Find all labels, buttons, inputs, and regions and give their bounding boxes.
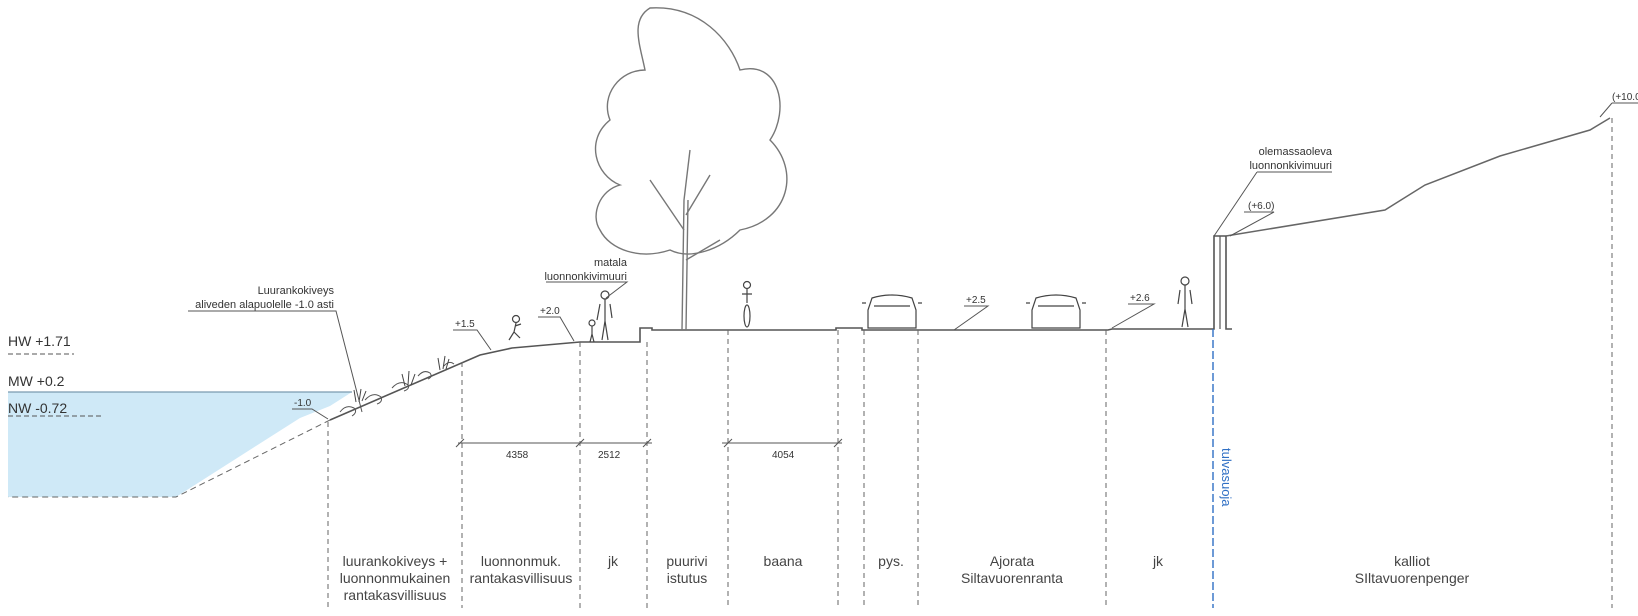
hw-level-label: HW +1.71 (8, 333, 71, 349)
zone-label-parking: pys. (878, 553, 904, 569)
zone-label-tree-row-1: puurivi (666, 553, 707, 569)
cyclist (742, 280, 752, 328)
zone-label-rocks-1: kalliot (1394, 553, 1430, 569)
zone-label-riprap-1: luurankokiveys + (343, 553, 448, 569)
zone-label-riprap-3: rantakasvillisuus (344, 587, 447, 603)
pedestrian-child-running (508, 314, 522, 341)
flood-wall-label: tulvasuoja (1219, 448, 1234, 507)
zone-label-baana: baana (764, 553, 803, 569)
note-leaders (188, 171, 1332, 413)
elevation-plus-1-5: +1.5 (455, 319, 475, 330)
note-luurankokiveys-line2: aliveden alapuolelle -1.0 asti (195, 299, 334, 311)
dimension-lines (455, 438, 843, 448)
water-area (8, 392, 352, 497)
zone-label-roadway-1: Ajorata (990, 553, 1035, 569)
zone-label-rocks-2: SIltavuorenpenger (1355, 570, 1470, 586)
dimension-2512: 2512 (598, 450, 621, 461)
upper-terrain (1225, 117, 1611, 237)
underwater-slope (8, 419, 331, 498)
elevation-plus-10-0: (+10.0) (1612, 92, 1638, 103)
dimension-4054: 4054 (772, 450, 795, 461)
elevation-plus-2-0: +2.0 (540, 306, 560, 317)
note-luurankokiveys-line1: Luurankokiveys (258, 285, 335, 297)
zone-dividers (327, 118, 1613, 608)
zone-label-jk-right: jk (1152, 553, 1164, 569)
tree-illustration (594, 7, 788, 331)
zone-label-natural-2: rantakasvillisuus (470, 570, 573, 586)
note-olemassa-line2: luonnonkivimuuri (1249, 160, 1332, 172)
zone-label-tree-row-2: istutus (667, 570, 707, 586)
dimension-4358: 4358 (506, 450, 529, 461)
note-matala-line1: matala (594, 257, 628, 269)
elevation-plus-2-6: +2.6 (1130, 293, 1150, 304)
reeds (353, 355, 450, 403)
car-on-roadway (1026, 294, 1086, 329)
nw-level-label: NW -0.72 (8, 400, 67, 416)
zone-label-riprap-2: luonnonmukainen (340, 570, 451, 586)
elevation-plus-2-5: +2.5 (966, 295, 986, 306)
pedestrians-adult-child (588, 290, 613, 343)
zone-label-roadway-2: Siltavuorenranta (961, 570, 1063, 586)
pedestrian-standing (1177, 276, 1193, 328)
note-matala-line2: luonnonkivimuuri (544, 271, 627, 283)
zone-label-jk-left: jk (607, 553, 619, 569)
elevation-leaders (292, 102, 1638, 420)
elevation-minus-1-0: -1.0 (294, 398, 312, 409)
note-olemassa-line1: olemassaoleva (1259, 146, 1333, 158)
mw-level-label: MW +0.2 (8, 373, 65, 389)
parked-car (862, 294, 922, 329)
elevation-plus-6-0: (+6.0) (1248, 201, 1274, 212)
zone-label-natural-1: luonnonmuk. (481, 553, 561, 569)
